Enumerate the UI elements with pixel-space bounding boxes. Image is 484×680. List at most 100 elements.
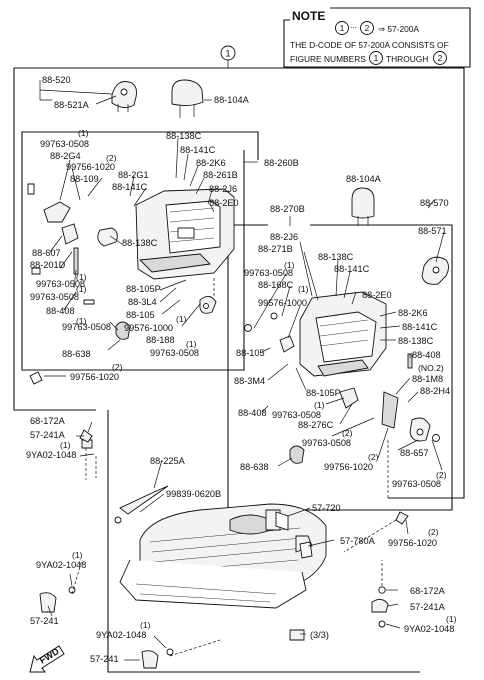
label-57-241-bottom: 57-241 [90, 654, 119, 664]
label-57-241-left: 57-241 [30, 616, 59, 626]
small-parts-lower [39, 429, 409, 669]
label-88-109: 88-109 [70, 174, 99, 184]
label-9YA02-1048-d: 9YA02-1048 [96, 630, 146, 640]
label-88-2J6-right: 88-2J6 [270, 232, 298, 242]
label-88-638-left: 88-638 [62, 349, 91, 359]
label-88-3L4: 88-3L4 [128, 297, 157, 307]
label-88-276C: 88-276C [298, 420, 334, 430]
label-99756-1020-b: 99756-1020 [70, 372, 119, 382]
fwd-arrow-icon: FWD [29, 645, 65, 673]
note-circle-1 [335, 21, 349, 35]
label-88-104A-top: 88-104A [214, 95, 250, 105]
qty-99756-1020-d: (2) [428, 527, 439, 537]
label-88-141C-right-2: 88-141C [402, 322, 438, 332]
label-88-657: 88-657 [400, 448, 429, 458]
qty-99763-0508-f: (1) [314, 400, 325, 410]
label-88-1M8: 88-1M8 [412, 374, 443, 384]
label-no2: (NO.2) [418, 363, 444, 373]
seatback-right [244, 291, 440, 464]
main-group-circle-text: 1 [225, 49, 230, 59]
label-88-105-right: 88-105 [236, 348, 265, 358]
qty-99763-0508-a: (1) [78, 128, 89, 138]
label-99763-0508-d: 99763-0508 [150, 348, 199, 358]
label-88-138C-left-1: 88-138C [166, 131, 202, 141]
qty-99576-1000-left: (1) [176, 314, 187, 324]
label-88-138C-right-2: 88-138C [398, 336, 434, 346]
label-88-188: 88-188 [146, 335, 175, 345]
note-circle-2 [360, 21, 374, 35]
label-99763-0508-a: 99763-0508 [40, 139, 89, 149]
qty-9YA02-1048-b: (1) [72, 550, 83, 560]
label-99756-1020-d: 99756-1020 [388, 538, 437, 548]
part-labels: 88-520 88-521A 88-104A 88-138C 88-141C 8… [26, 75, 457, 664]
label-88-607: 88-607 [32, 248, 61, 258]
qty-9YA02-1048-c: (1) [446, 614, 457, 624]
label-88-408-left: 88-408 [46, 306, 75, 316]
qty-99756-1020-a: (2) [106, 153, 117, 163]
label-88-105P-right: 88-105P [306, 388, 341, 398]
note-line-3a: FIGURE NUMBERS [290, 54, 366, 64]
label-88-261B: 88-261B [203, 170, 238, 180]
main-group-frame: 1 [13, 45, 465, 673]
seatback-left [27, 183, 235, 385]
qty-99763-0508-c: (1) [76, 284, 87, 294]
label-9YA02-1048-c: 9YA02-1048 [404, 624, 454, 634]
label-88-201D: 88-201D [30, 260, 66, 270]
qty-99763-0508-g: (2) [342, 428, 353, 438]
label-page-3-of-3: (3/3) [310, 630, 329, 640]
label-88-141C-left-2: 88-141C [112, 182, 148, 192]
headrest-right-small [421, 256, 449, 285]
leader-lines [39, 80, 445, 661]
label-88-168C: 88-168C [258, 280, 294, 290]
qty-99763-0508-e: (1) [284, 260, 295, 270]
qty-99763-0508-h: (2) [436, 470, 447, 480]
dashed-guides [71, 278, 397, 657]
label-88-408-right-1: 88-408 [412, 350, 441, 360]
label-9YA02-1048-b: 9YA02-1048 [36, 560, 86, 570]
label-88-3M4: 88-3M4 [234, 376, 265, 386]
label-88-2K6-left: 88-2K6 [196, 158, 226, 168]
seat-cushion [119, 503, 327, 609]
label-88-570: 88-570 [420, 198, 449, 208]
label-68-172A-left: 68-172A [30, 416, 66, 426]
qty-9YA02-1048-d: (1) [140, 620, 151, 630]
note-circle-1-text: 1 [340, 23, 345, 33]
label-88-105-left: 88-105 [126, 310, 155, 320]
label-99763-0508-h: 99763-0508 [392, 479, 441, 489]
left-seatback-frame [21, 131, 259, 371]
label-88-2E0-right: 88-2E0 [362, 290, 392, 300]
qty-99763-0508-e2: (1) [76, 316, 87, 326]
label-88-2H4: 88-2H4 [420, 386, 450, 396]
qty-9YA02-1048-a: (1) [60, 440, 71, 450]
note-box: NOTE 1 ... 2 ⇒ 57-200A THE D-CODE OF 57-… [283, 7, 471, 68]
qty-99756-1020-b: (2) [112, 362, 123, 372]
right-seatback-frame [227, 224, 453, 511]
label-57-241A-right: 57-241A [410, 602, 446, 612]
headrest-center [171, 79, 204, 118]
note-ellipsis: ... [350, 20, 357, 30]
label-57-241A-left: 57-241A [30, 430, 66, 440]
seat-belt-strap [114, 485, 169, 524]
label-88-571: 88-571 [418, 226, 447, 236]
qty-99763-0508-d: (1) [186, 339, 197, 349]
qty-99576-1000-right: (1) [298, 284, 309, 294]
note-line-2: THE D-CODE OF 57-200A CONSISTS OF [290, 40, 449, 50]
note-line-3b: THROUGH [386, 54, 428, 64]
label-68-172A-right: 68-172A [410, 586, 446, 596]
label-88-2G1: 88-2G1 [118, 170, 149, 180]
label-57-780A: 57-780A [340, 536, 376, 546]
label-99576-1000-right: 99576-1000 [258, 298, 307, 308]
label-99763-0508-c: 99763-0508 [30, 292, 79, 302]
note-arrow-code: ⇒ 57-200A [378, 24, 419, 34]
label-88-2J6-left: 88-2J6 [209, 184, 237, 194]
label-88-2K6-right: 88-2K6 [398, 308, 428, 318]
label-99576-1000-left: 99576-1000 [124, 323, 173, 333]
note-circle-2b [433, 51, 447, 65]
label-57-720: 57-720 [312, 503, 341, 513]
note-circle-1b-text: 1 [374, 53, 379, 63]
label-88-141C-right-1: 88-141C [334, 264, 370, 274]
label-88-225A: 88-225A [150, 456, 186, 466]
label-88-2E0-left: 88-2E0 [209, 198, 239, 208]
label-88-141C-left-1: 88-141C [180, 145, 216, 155]
